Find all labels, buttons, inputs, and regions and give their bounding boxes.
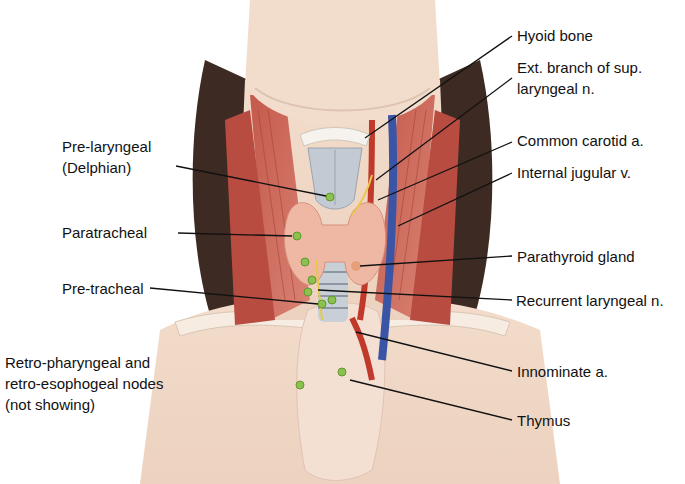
anatomy-label: Recurrent laryngeal n. xyxy=(516,290,682,311)
jaw-line xyxy=(255,88,430,111)
anatomy-label: Innominate a. xyxy=(517,361,677,382)
anatomy-label: Thymus xyxy=(517,410,677,431)
anatomy-label: Hyoid bone xyxy=(517,25,667,46)
hyoid-bone xyxy=(300,128,370,147)
thymus xyxy=(297,303,385,481)
leader-lines xyxy=(150,36,512,420)
nerve xyxy=(352,175,372,215)
anatomy-label: Paratracheal xyxy=(62,222,177,243)
innominate-artery xyxy=(352,318,372,380)
parathyroid xyxy=(351,261,361,271)
anatomy-label: Pre-tracheal xyxy=(62,278,162,299)
muscle-fibres xyxy=(258,110,426,300)
anatomy-label: Common carotid a. xyxy=(517,130,677,151)
muscle xyxy=(225,110,275,325)
chest-skin xyxy=(140,298,560,484)
anatomy-label: Parathyroid gland xyxy=(517,246,677,267)
anatomy-label: Retro-pharyngeal and retro-esophogeal no… xyxy=(5,352,170,415)
larynx-midline xyxy=(335,150,336,205)
anatomy-label: Pre-laryngeal (Delphian) xyxy=(62,136,174,178)
anatomy-label: Ext. branch of sup. laryngeal n. xyxy=(517,57,647,99)
anatomy-label: Internal jugular v. xyxy=(517,162,677,183)
thyroid xyxy=(284,203,385,285)
larynx xyxy=(308,148,362,209)
